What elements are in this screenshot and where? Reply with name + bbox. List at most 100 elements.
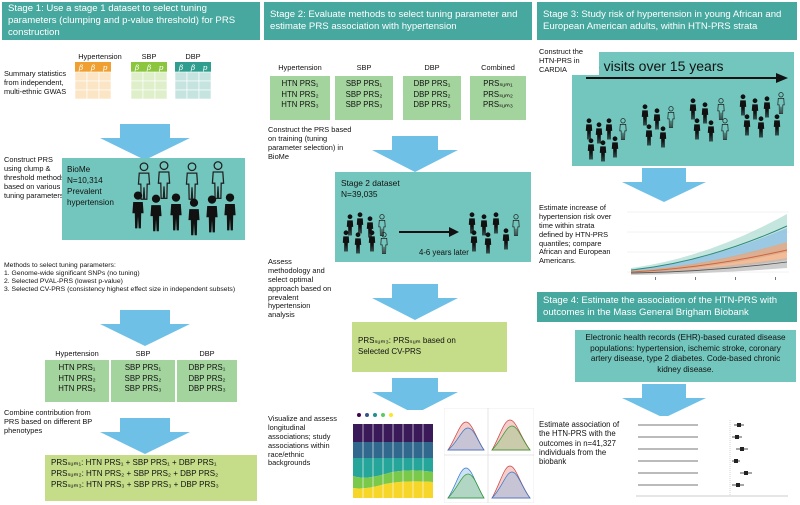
biome-title: BioMe [67, 165, 91, 174]
stage3-header: Stage 3: Study risk of hypertension in y… [537, 2, 797, 40]
s1-dbp-prs-2: DBP PRS₂ [188, 373, 226, 383]
gwas-symbol: p [103, 63, 108, 72]
s1-dbp-prs-box: DBP PRS₁ DBP PRS₂ DBP PRS₃ [177, 360, 237, 402]
legend-dots [357, 413, 393, 417]
selected-prs-line1: PRSₛᵤₘ₃: PRSₛᵤₘ based on [358, 336, 456, 346]
later-label: 4-6 years later [419, 248, 469, 257]
s2-htn-prs-3: HTN PRS₃ [281, 100, 319, 110]
gwas-header-cell [187, 62, 199, 72]
gwas-header-cell [199, 62, 211, 72]
gwas-cell [86, 89, 100, 100]
gwas-symbol: β [90, 63, 96, 72]
gwas-cell [198, 89, 212, 100]
prs-sum-1: PRSₛᵤₘ₁: HTN PRS₁ + SBP PRS₁ + DBP PRS₁ [51, 458, 217, 467]
gwas-cell [130, 71, 144, 82]
s2-combined-prs-1: PRSₛᵤₘ₁ [483, 79, 513, 88]
stage4-arrow-1 [622, 384, 706, 418]
stage2-arrow-2 [372, 284, 458, 320]
stage2-dataset-n: N=39,035 [341, 189, 378, 200]
gwas-symbol: β [146, 63, 152, 72]
gwas-symbol: β [134, 63, 140, 72]
s2-dbp-prs-2: DBP PRS₂ [413, 89, 451, 99]
gwas-cell [130, 89, 144, 100]
gwas-cell [154, 71, 168, 82]
gwas-cell [98, 80, 112, 91]
gwas-col-dbp: DBP [185, 52, 201, 61]
s2-combined-prs-box: PRSₛᵤₘ₁ PRSₛᵤₘ₂ PRSₛᵤₘ₃ [470, 76, 526, 120]
s2-col-head-dbp: DBP [424, 63, 440, 72]
prs-sum-box: PRSₛᵤₘ₁: HTN PRS₁ + SBP PRS₁ + DBP PRS₁ … [45, 455, 257, 501]
s1-sbp-prs-2: SBP PRS₂ [124, 373, 162, 383]
gwas-header-cell [87, 62, 99, 72]
gwas-cell [75, 89, 88, 100]
s2-sbp-prs-2: SBP PRS₂ [345, 89, 383, 99]
stage2-arrow-1 [372, 136, 458, 172]
s3-estimate-label: Estimate increase of hypertension risk o… [539, 203, 612, 266]
stage2-arrow-3 [372, 378, 458, 414]
construct-prs-label: Construct PRS using clump & threshold me… [4, 155, 65, 200]
gwas-cell [75, 71, 88, 82]
s1-dbp-prs-1: DBP PRS₁ [188, 363, 226, 372]
s2-col-head-htn: Hypertension [278, 63, 322, 72]
stage2-people-icon [342, 212, 520, 254]
biome-n: N=10,314 [67, 176, 103, 186]
gwas-cell [174, 89, 188, 100]
s1-htn-prs-3: HTN PRS₃ [58, 384, 96, 394]
stage3-arrow-1 [622, 168, 706, 202]
s1-htn-prs-box: HTN PRS₁ HTN PRS₂ HTN PRS₃ [45, 360, 109, 402]
gwas-cell [186, 89, 200, 100]
stage1-header-text: Stage 1: Use a stage 1 dataset to select… [8, 2, 236, 39]
s2-htn-prs-box: HTN PRS₁ HTN PRS₂ HTN PRS₃ [270, 76, 330, 120]
s2-combined-prs-2: PRSₛᵤₘ₂ [483, 89, 513, 99]
gwas-cell [174, 80, 188, 91]
s2-htn-prs-2: HTN PRS₂ [281, 89, 319, 99]
s1-htn-prs-1: HTN PRS₁ [58, 363, 96, 372]
gwas-cell [198, 71, 212, 82]
stage2-header: Stage 2: Evaluate methods to select tuni… [264, 2, 532, 40]
stacked-area-thumbnail [345, 410, 437, 502]
gwas-cell [130, 80, 144, 91]
gwas-header-cell [131, 62, 143, 72]
gwas-cell [86, 71, 100, 82]
methods-block: Methods to select tuning parameters: 1. … [4, 262, 259, 295]
stage4-header-text: Stage 4: Estimate the association of the… [543, 294, 778, 318]
stage4-header: Stage 4: Estimate the association of the… [537, 292, 797, 322]
gwas-cell [142, 80, 156, 91]
gwas-cell [98, 89, 112, 100]
s2-dbp-prs-box: DBP PRS₁ DBP PRS₂ DBP PRS₃ [403, 76, 461, 120]
gwas-header-cell [175, 62, 187, 72]
s2-assess-label: Assess methodology and select optimal ap… [268, 257, 332, 320]
stage1-header: Stage 1: Use a stage 1 dataset to select… [2, 2, 260, 40]
s1-dbp-prs-3: DBP PRS₃ [188, 384, 226, 394]
gwas-symbol: β [190, 63, 196, 72]
gwas-cell [186, 80, 200, 91]
s2-combined-prs-3: PRSₛᵤₘ₃ [483, 100, 513, 110]
method-1: 1. Genome-wide significant SNPs (no tuni… [4, 270, 140, 278]
ehr-text: Electronic health records (EHR)-based cu… [585, 333, 786, 374]
gwas-header-cell [143, 62, 155, 72]
s1-col-head-htn: Hypertension [55, 349, 99, 358]
gwas-cell [142, 71, 156, 82]
stage1-arrow-2 [100, 310, 190, 346]
stage1-arrow-1 [100, 124, 190, 160]
s2-dbp-prs-3: DBP PRS₃ [413, 100, 451, 110]
gwas-cell [186, 71, 200, 82]
gwas-symbol: β [178, 63, 184, 72]
visits-timeline [585, 73, 788, 162]
s3-construct-label: Construct the HTN-PRS in CARDIA [539, 47, 599, 75]
gwas-col-hypertension: Hypertension [78, 52, 122, 61]
gwas-header-cell [155, 62, 167, 72]
stage2-dataset-title: Stage 2 dataset [341, 178, 400, 188]
biome-outcome: Prevalent hypertension [67, 187, 114, 208]
selected-prs-box: PRSₛᵤₘ₃: PRSₛᵤₘ based on Selected CV-PRS [352, 322, 507, 372]
gwas-cell [75, 80, 88, 91]
s2-htn-prs-1: HTN PRS₁ [281, 79, 319, 88]
gwas-symbol: p [159, 63, 164, 72]
gwas-cell [174, 71, 188, 82]
s2-visualize-label: Visualize and assess longitudinal associ… [268, 414, 337, 468]
method-3: 3. Selected CV-PRS (consistency highest … [4, 286, 236, 294]
risk-curves-thumbnail [617, 202, 797, 282]
ehr-box: Electronic health records (EHR)-based cu… [575, 330, 796, 382]
s1-sbp-prs-3: SBP PRS₃ [124, 384, 162, 394]
